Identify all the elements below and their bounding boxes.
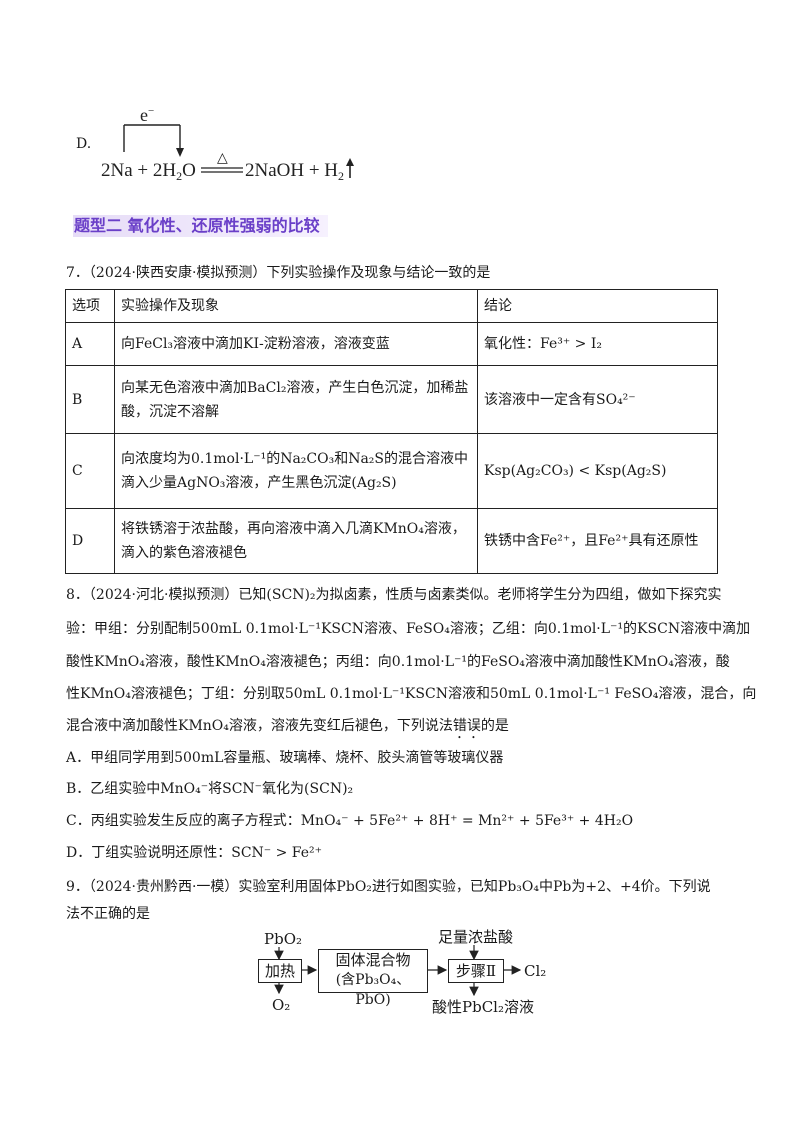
row-option: D: [65, 508, 115, 574]
section-heading: 题型二 氧化性、还原性强弱的比较: [74, 216, 320, 235]
q8-option-a: A．甲组同学用到500mL容量瓶、玻璃棒、烧杯、胶头滴管等玻璃仪器: [66, 750, 504, 766]
electron-label: e−: [140, 105, 154, 125]
row-operation: 向某无色溶液中滴加BaCl₂溶液，产生白色沉淀，加稀盐酸，沉淀不溶解: [114, 365, 478, 434]
row-conclusion: 该溶液中一定含有SO₄²⁻: [477, 365, 718, 434]
flow-gas-o2: O₂: [272, 996, 291, 1014]
q7-stem: 7．（2024·陕西安康·模拟预测）下列实验操作及现象与结论一致的是: [66, 265, 491, 281]
row-conclusion: 氧化性：Fe³⁺ > I₂: [477, 322, 718, 366]
q8-option-c: C．丙组实验发生反应的离子方程式：MnO₄⁻ + 5Fe²⁺ + 8H⁺ = M…: [66, 813, 634, 829]
flow-solution-pbcl2: 酸性PbCl₂溶液: [432, 998, 534, 1016]
header-conclusion: 结论: [477, 289, 718, 323]
table-header-row: 选项 实验操作及现象 结论: [65, 289, 718, 323]
q8-line: 8．（2024·河北·模拟预测）已知(SCN)₂为拟卤素，性质与卤素类似。老师将…: [66, 587, 722, 603]
row-operation: 将铁锈溶于浓盐酸，再向溶液中滴入几滴KMnO₄溶液，滴入的紫色溶液褪色: [114, 508, 478, 574]
row-option: C: [65, 433, 115, 509]
table-row: D 将铁锈溶于浓盐酸，再向溶液中滴入几滴KMnO₄溶液，滴入的紫色溶液褪色 铁锈…: [65, 508, 718, 574]
q8-option-d: D．丁组实验说明还原性：SCN⁻ > Fe²⁺: [66, 845, 323, 861]
equation-right: 2NaOH + H2: [245, 160, 344, 183]
q9-line: 法不正确的是: [66, 906, 150, 922]
q7-table: 选项 实验操作及现象 结论 A 向FeCl₃溶液中滴加KI-淀粉溶液，溶液变蓝 …: [65, 289, 718, 574]
q8-line: 验：甲组：分别配制500mL 0.1mol·L⁻¹KSCN溶液、FeSO₄溶液；…: [66, 621, 751, 637]
q8-line: 酸性KMnO₄溶液，酸性KMnO₄溶液褪色；丙组：向0.1mol·L⁻¹的FeS…: [66, 654, 730, 670]
reaction-condition: △: [217, 151, 228, 166]
q9-flow-diagram: PbO₂ 加热 O₂ 固体混合物 (含Pb₃O₄、PbO) 足量浓盐酸 步骤Ⅱ …: [240, 925, 560, 1025]
emphasis-mark: 错误: [452, 718, 481, 734]
flow-box-heating: 加热: [258, 959, 302, 983]
header-option: 选项: [65, 289, 115, 323]
q9-line: 9．（2024·贵州黔西·一模）实验室利用固体PbO₂进行如图实验，已知Pb₃O…: [66, 879, 711, 895]
flow-arrows: [274, 945, 522, 997]
flow-box-solid-mixture: 固体混合物 (含Pb₃O₄、PbO): [318, 949, 428, 1008]
flow-input-pbo2: PbO₂: [264, 930, 303, 948]
flow-product-cl2: Cl₂: [524, 962, 547, 980]
table-row: A 向FeCl₃溶液中滴加KI-淀粉溶液，溶液变蓝 氧化性：Fe³⁺ > I₂: [65, 322, 718, 366]
q8-line: 性KMnO₄溶液褪色；丁组：分别取50mL 0.1mol·L⁻¹KSCN溶液和5…: [66, 686, 757, 702]
header-operation: 实验操作及现象: [114, 289, 478, 323]
q8-line-last: 混合液中滴加酸性KMnO₄溶液，溶液先变红后褪色，下列说法错误的是: [66, 718, 509, 734]
row-operation: 向浓度均为0.1mol·L⁻¹的Na₂CO₃和Na₂S的混合溶液中滴入少量AgN…: [114, 433, 478, 509]
electron-transfer-arrow: [123, 124, 184, 157]
gas-up-arrow: [346, 158, 354, 178]
q8-option-b: B．乙组实验中MnO₄⁻将SCN⁻氧化为(SCN)₂: [66, 781, 354, 797]
equation-left: 2Na + 2H2O: [101, 160, 196, 183]
row-option: B: [65, 365, 115, 434]
row-operation: 向FeCl₃溶液中滴加KI-淀粉溶液，溶液变蓝: [114, 322, 478, 366]
table-row: C 向浓度均为0.1mol·L⁻¹的Na₂CO₃和Na₂S的混合溶液中滴入少量A…: [65, 433, 718, 509]
flow-reagent-hcl: 足量浓盐酸: [438, 928, 514, 946]
row-conclusion: Ksp(Ag₂CO₃) < Ksp(Ag₂S): [477, 433, 718, 509]
option-d-reaction: e− 2Na + 2H2O △ 2NaOH + H2: [101, 105, 354, 183]
row-option: A: [65, 322, 115, 366]
flow-box-step2: 步骤Ⅱ: [448, 959, 504, 983]
table-row: B 向某无色溶液中滴加BaCl₂溶液，产生白色沉淀，加稀盐酸，沉淀不溶解 该溶液…: [65, 365, 718, 434]
option-d-label: D.: [76, 136, 92, 152]
row-conclusion: 铁锈中含Fe²⁺，且Fe²⁺具有还原性: [477, 508, 718, 574]
section-heading-highlight: [73, 215, 328, 237]
